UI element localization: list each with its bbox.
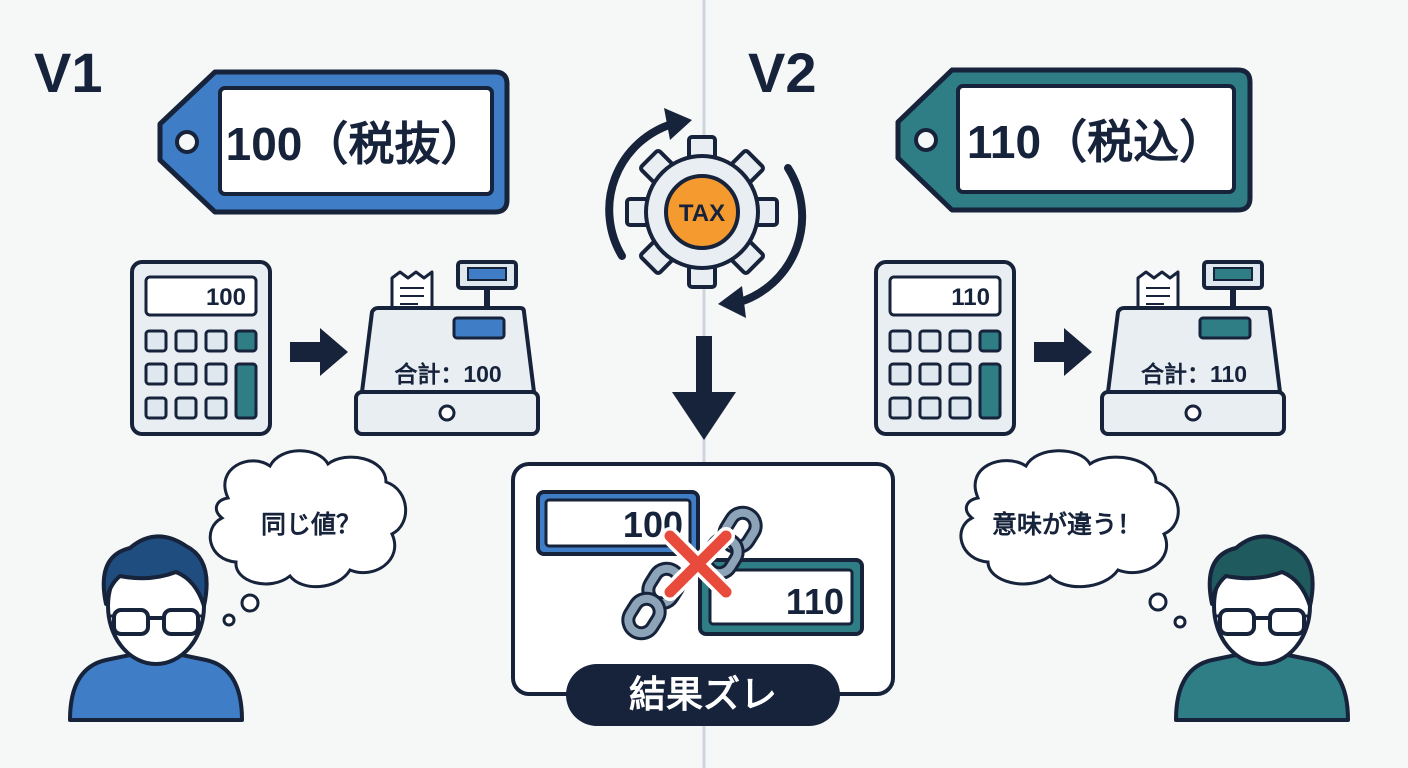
gear-icon <box>625 135 779 289</box>
v1-cash-register-icon <box>354 260 540 436</box>
arrow-down-icon <box>672 336 736 440</box>
v2-version-label: V2 <box>748 41 817 104</box>
v2-calculator-icon <box>874 260 1016 436</box>
v2-thought-bubble-icon <box>959 449 1187 629</box>
v2-thought-text: 意味が違う！ <box>992 510 1142 539</box>
v2-register-total: 合計：110 <box>1141 361 1247 387</box>
v1-arrow-right-icon <box>290 328 348 376</box>
v2-calculator-display: 110 <box>951 284 990 311</box>
v2-person-with-glasses-icon <box>1174 534 1350 722</box>
v1-calculator-icon <box>130 260 272 436</box>
tax-label: TAX <box>679 200 725 227</box>
v1-price-tag-icon <box>157 69 510 215</box>
v1-thought-bubble-icon <box>208 449 407 627</box>
card-right <box>698 558 864 636</box>
v2-cash-register-icon <box>1100 260 1286 436</box>
cycle-arrows-icon <box>605 108 807 318</box>
v1-thought-text: 同じ値？ <box>261 511 361 539</box>
v1-version-label: V1 <box>34 41 103 104</box>
v1-tag-text: 100（税抜） <box>226 118 487 170</box>
result-label-pill <box>566 664 840 726</box>
result-label: 結果ズレ <box>629 673 777 715</box>
v1-person-with-glasses-icon <box>68 534 244 722</box>
card-left <box>536 490 700 556</box>
v2-arrow-right-icon <box>1034 328 1092 376</box>
v2-tag-text: 110（税込） <box>967 116 1225 168</box>
v1-register-total: 合計：100 <box>394 361 501 387</box>
card-right-value: 110 <box>786 581 844 622</box>
v1-calculator-display: 100 <box>206 284 246 311</box>
v2-price-tag-icon <box>895 67 1253 213</box>
cross-icon <box>661 527 735 601</box>
